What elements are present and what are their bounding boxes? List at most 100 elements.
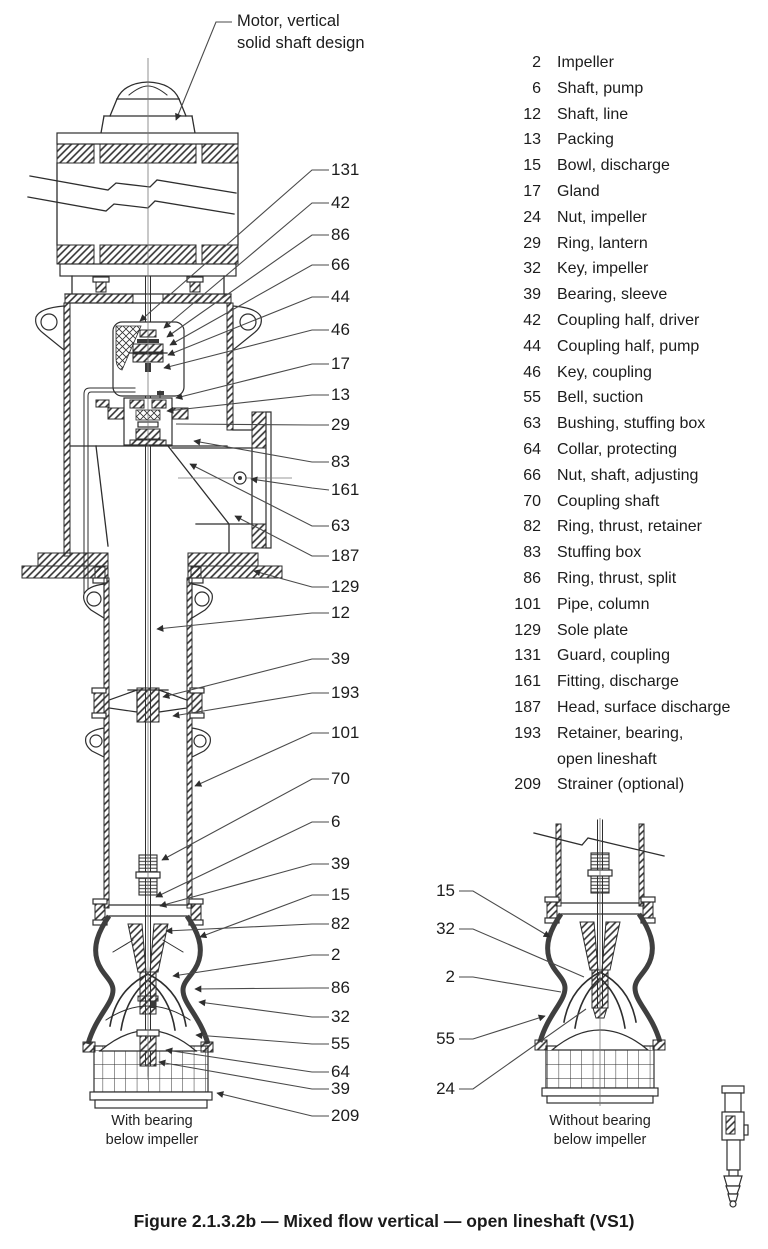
part-name: Bell, suction <box>557 389 644 407</box>
callout-label: 44 <box>331 287 350 306</box>
callout-label: 193 <box>331 683 360 702</box>
with-bearing-label: With bearing below impeller <box>105 1113 199 1148</box>
part-name: Pipe, column <box>557 595 650 613</box>
part-name: Coupling half, pump <box>557 337 700 355</box>
part-name: Impeller <box>557 54 614 71</box>
callout-label: 209 <box>331 1106 360 1125</box>
callout-label: 86 <box>331 978 350 997</box>
part-name: Collar, protecting <box>557 440 678 458</box>
without-bearing-label: Without bearing below impeller <box>549 1113 651 1148</box>
part-number: 55 <box>523 389 541 407</box>
part-name: Key, impeller <box>557 260 649 278</box>
part-name: Shaft, line <box>557 105 629 123</box>
part-number: 32 <box>523 260 541 278</box>
part-name: Bushing, stuffing box <box>557 415 706 433</box>
callout-label: 63 <box>331 516 350 535</box>
parts-row: 42 Coupling half, driver <box>497 308 763 334</box>
part-number: 29 <box>523 234 541 252</box>
parts-row: 82 Ring, thrust, retainer <box>497 514 763 540</box>
part-name: Bearing, sleeve <box>557 286 668 304</box>
part-name: Sole plate <box>557 621 629 639</box>
parts-row: 2 Impeller <box>497 50 763 76</box>
callout-label: 83 <box>331 452 350 471</box>
part-name: Ring, thrust, split <box>557 569 677 587</box>
parts-row: 86 Ring, thrust, split <box>497 566 763 592</box>
callout-label: 17 <box>331 354 350 373</box>
part-number: 44 <box>523 337 541 355</box>
centerlines <box>147 58 601 1106</box>
callout-label: 2 <box>445 967 455 986</box>
part-number: 6 <box>532 79 541 97</box>
part-number: 129 <box>514 621 541 639</box>
part-number: 66 <box>523 466 541 484</box>
callout-label: 86 <box>331 225 350 244</box>
part-name: Nut, impeller <box>557 208 647 226</box>
parts-row: 101 Pipe, column <box>497 592 763 618</box>
part-name: Nut, shaft, adjusting <box>557 466 699 484</box>
part-number: 193 <box>514 724 541 742</box>
part-number: 86 <box>523 569 541 587</box>
parts-row: 39 Bearing, sleeve <box>497 282 763 308</box>
mini-pump-icon <box>721 1085 749 1208</box>
part-name: Guard, coupling <box>557 647 670 665</box>
part-number: 82 <box>523 518 541 536</box>
callout-label: 12 <box>331 603 350 622</box>
callout-label: 29 <box>331 415 350 434</box>
part-name: Gland <box>557 182 600 200</box>
part-number: 63 <box>523 415 541 433</box>
parts-row: 70 Coupling shaft <box>497 489 763 515</box>
part-number: 161 <box>514 673 541 691</box>
callout-label: 55 <box>331 1034 350 1053</box>
callout-label: 66 <box>331 255 350 274</box>
part-name: Ring, thrust, retainer <box>557 518 702 536</box>
part-name: Ring, lantern <box>557 234 648 252</box>
parts-row: 29 Ring, lantern <box>497 231 763 257</box>
part-number: 46 <box>523 363 541 381</box>
parts-row: 44 Coupling half, pump <box>497 334 763 360</box>
callout-label: 55 <box>436 1029 455 1048</box>
callout-label: 2 <box>331 945 341 964</box>
parts-row: 46 Key, coupling <box>497 360 763 386</box>
part-number: 15 <box>523 157 541 175</box>
parts-row: 83 Stuffing box <box>497 540 763 566</box>
part-name: Retainer, bearing, open lineshaft <box>557 724 684 768</box>
part-number: 12 <box>523 105 541 123</box>
parts-row: 32 Key, impeller <box>497 256 763 282</box>
part-name: Shaft, pump <box>557 79 644 97</box>
part-name: Coupling shaft <box>557 492 660 510</box>
callout-label: 129 <box>331 577 360 596</box>
callout-label: 39 <box>331 854 350 873</box>
callout-label: 161 <box>331 480 360 499</box>
part-name: Key, coupling <box>557 363 652 381</box>
part-name: Coupling half, driver <box>557 311 700 329</box>
part-number: 83 <box>523 544 541 562</box>
parts-row: 209 Strainer (optional) <box>497 772 763 798</box>
callout-label: 39 <box>331 1079 350 1098</box>
part-name: Head, surface discharge <box>557 698 731 716</box>
motor <box>27 81 239 304</box>
callout-label: 15 <box>331 885 350 904</box>
part-name: Strainer (optional) <box>557 776 685 794</box>
callout-label: 6 <box>331 812 341 831</box>
parts-row: 63 Bushing, stuffing box <box>497 411 763 437</box>
callout-label: 39 <box>331 649 350 668</box>
figure-caption: Figure 2.1.3.2b — Mixed flow vertical — … <box>133 1211 635 1231</box>
part-number: 39 <box>523 286 541 304</box>
callout-label: 70 <box>331 769 350 788</box>
secondary-diagram <box>533 819 666 1104</box>
part-name: Stuffing box <box>557 544 642 562</box>
parts-row: 6 Shaft, pump <box>497 76 763 102</box>
parts-row: 13 Packing <box>497 127 763 153</box>
parts-row: 12 Shaft, line <box>497 102 763 128</box>
callout-label: 32 <box>436 919 455 938</box>
callout-label: 15 <box>436 881 455 900</box>
part-number: 64 <box>523 440 541 458</box>
parts-row: 161 Fitting, discharge <box>497 669 763 695</box>
part-number: 209 <box>514 776 541 794</box>
part-name: Fitting, discharge <box>557 673 679 691</box>
callout-label: 13 <box>331 385 350 404</box>
part-number: 101 <box>514 595 541 613</box>
callout-label: 101 <box>331 723 360 742</box>
callout-label: 46 <box>331 320 350 339</box>
